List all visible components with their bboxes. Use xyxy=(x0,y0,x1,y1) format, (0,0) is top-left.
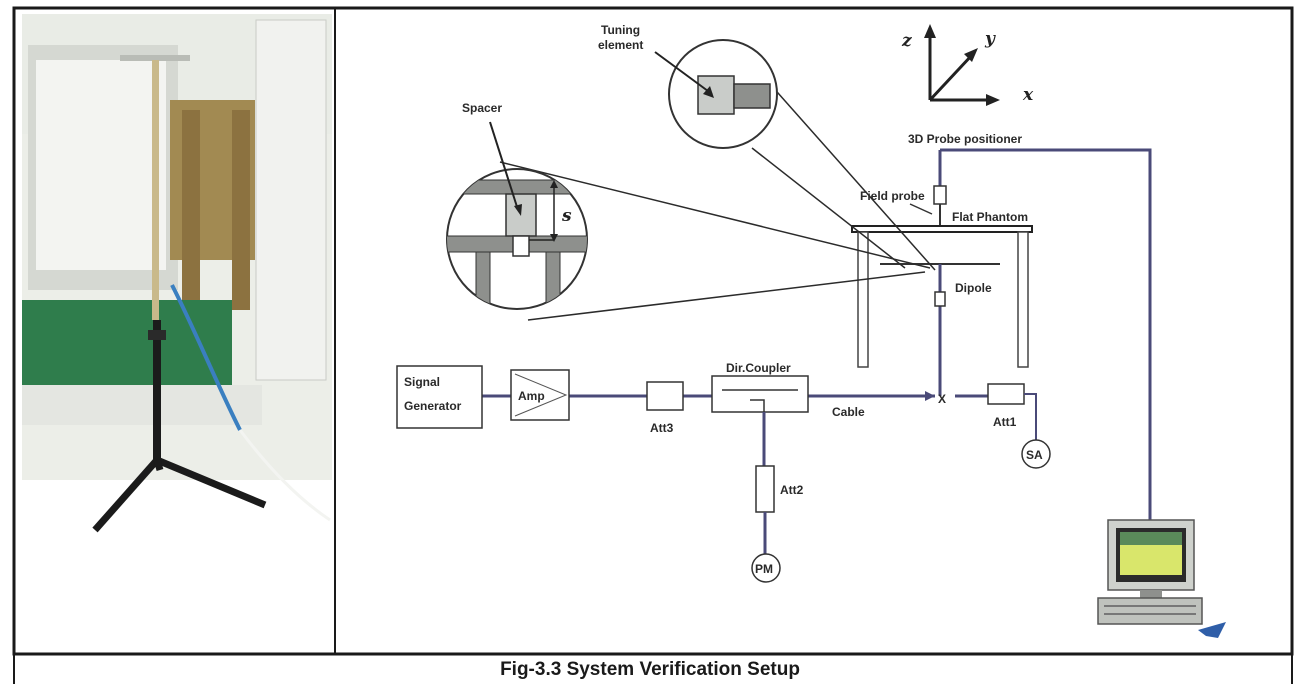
signal-generator-label-line2: Generator xyxy=(404,399,462,413)
att2-label: Att2 xyxy=(780,483,804,497)
spacer-zoom: s Spacer xyxy=(446,101,588,310)
spacer-label: Spacer xyxy=(462,101,502,115)
att1-label: Att1 xyxy=(993,415,1017,429)
tuning-element-label-line1: Tuning xyxy=(601,23,640,37)
signal-chain: Signal Generator Amp Att3 Dir.Coupler Ca… xyxy=(396,361,1051,583)
probe-positioner-label: 3D Probe positioner xyxy=(908,132,1022,146)
flat-phantom-label: Flat Phantom xyxy=(952,210,1028,224)
dir-coupler-label: Dir.Coupler xyxy=(726,361,791,375)
amp-box xyxy=(510,369,570,421)
sa-label: SA xyxy=(1026,448,1043,462)
axis-x-label: x xyxy=(1022,85,1034,105)
tuning-element-label-line2: element xyxy=(598,38,643,52)
mouse-icon xyxy=(1198,622,1226,638)
zoom-connectors xyxy=(499,83,936,321)
dir-coupler-box xyxy=(711,375,809,413)
pm-circle xyxy=(751,553,781,583)
figure-caption: Fig-3.3 System Verification Setup xyxy=(500,659,800,680)
tuning-element-block xyxy=(697,75,735,115)
field-probe-label: Field probe xyxy=(860,189,925,203)
setup-photo xyxy=(22,14,332,533)
phantom-leg-right xyxy=(1017,231,1029,368)
positioner-cable xyxy=(940,148,1152,520)
axis-y-label: y xyxy=(984,29,996,49)
spacer-s-label: s xyxy=(561,206,572,226)
att3-box xyxy=(646,381,684,411)
phantom-assembly: 3D Probe positioner Field probe Flat Pha… xyxy=(851,132,1152,520)
pm-label: PM xyxy=(755,562,773,576)
dipole-label: Dipole xyxy=(955,281,992,295)
att2-box xyxy=(755,465,775,513)
sa-circle xyxy=(1021,439,1051,469)
signal-generator-label-line1: Signal xyxy=(404,375,440,389)
coordinate-axes: z y x xyxy=(901,24,1034,106)
amp-label: Amp xyxy=(518,389,545,403)
field-probe xyxy=(933,185,947,205)
tuning-element-zoom: Tuning element xyxy=(598,23,778,149)
flat-phantom xyxy=(851,225,1033,233)
computer-icon xyxy=(1097,519,1226,638)
axis-z-label: z xyxy=(901,31,912,51)
att1-box xyxy=(987,383,1025,405)
junction-label: X xyxy=(938,392,946,406)
cable-label: Cable xyxy=(832,405,865,419)
signal-generator-box xyxy=(396,365,483,429)
phantom-leg-left xyxy=(857,231,869,368)
att3-label: Att3 xyxy=(650,421,674,435)
